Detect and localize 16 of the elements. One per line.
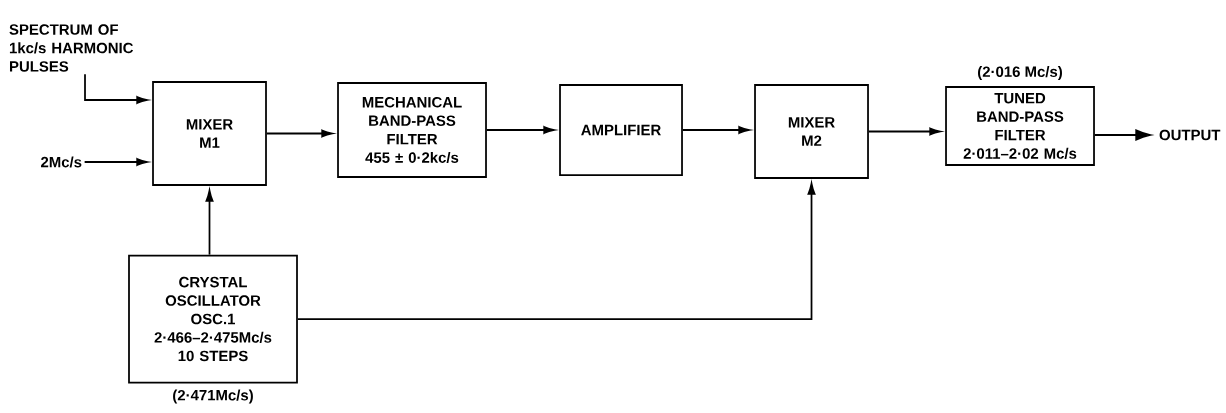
block-box: CRYSTAL OSCILLATOR OSC.1 2·466–2·475Mc/s 10 STEPS — [128, 254, 298, 384]
signal-label: OUTPUT — [1159, 129, 1221, 141]
arrow — [1094, 129, 1152, 141]
arrow — [486, 126, 556, 134]
block-box: MECHANICAL BAND-PASS FILTER 455 ± 0·2kc/s — [337, 82, 487, 178]
block-box: MIXER M1 — [152, 81, 267, 186]
arrow — [682, 126, 751, 134]
block-box: TUNED BAND-PASS FILTER 2·011–2·02 Mc/s — [945, 86, 1095, 166]
block-box: AMPLIFIER — [559, 84, 683, 176]
frequency-label: (2·016 Mc/s) — [978, 66, 1062, 80]
arrow — [84, 73, 149, 104]
arrow — [83, 158, 149, 166]
signal-label: 2Mc/s — [41, 156, 82, 168]
frequency-label: (2·471Mc/s) — [173, 389, 253, 404]
signal-label: SPECTRUM OF 1kc/s HARMONIC PULSES — [9, 24, 134, 72]
block-box: MIXER M2 — [754, 84, 869, 179]
